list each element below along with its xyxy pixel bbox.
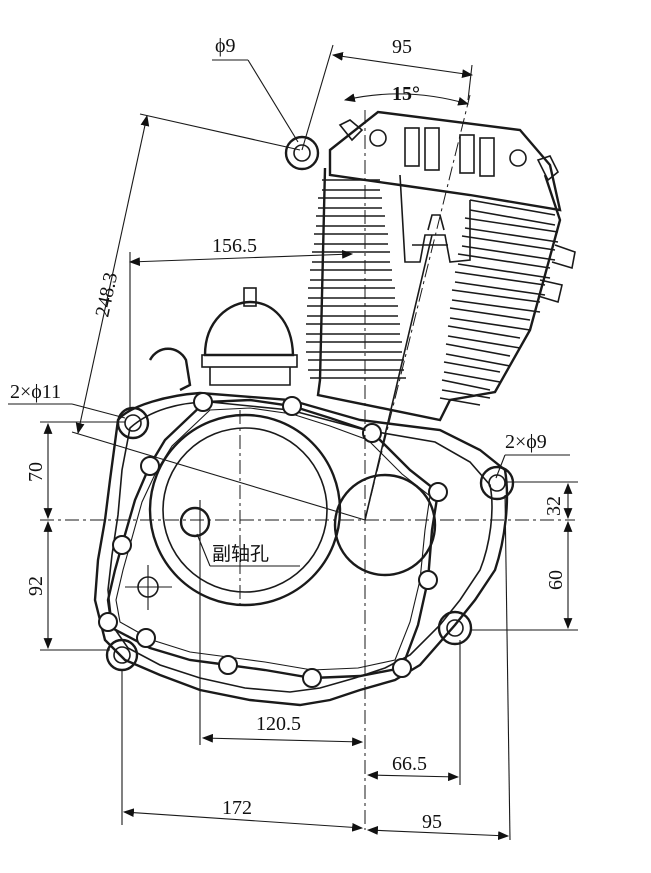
countershaft-hole-circle bbox=[179, 506, 211, 538]
dim-248-3: 248.3 bbox=[91, 270, 122, 319]
dim-holes-right: 2×ϕ9 bbox=[505, 431, 547, 453]
dim-32: 32 bbox=[543, 496, 565, 516]
dim-92: 92 bbox=[25, 576, 47, 596]
dim-120-5: 120.5 bbox=[256, 713, 301, 735]
cylinder-head bbox=[328, 110, 576, 304]
clutch-cover bbox=[333, 473, 437, 577]
dim-bottom-95: 95 bbox=[422, 811, 442, 833]
dimension-lines bbox=[8, 44, 578, 841]
crankcase-outline bbox=[93, 391, 509, 707]
starter-dome bbox=[148, 287, 298, 392]
flywheel-cover bbox=[148, 413, 342, 607]
dim-156-5: 156.5 bbox=[212, 235, 257, 257]
dim-66-5: 66.5 bbox=[392, 753, 427, 775]
countershaft-hole-label: 副轴孔 bbox=[212, 543, 269, 565]
dim-70: 70 bbox=[25, 462, 47, 482]
small-plug bbox=[125, 565, 172, 610]
dim-top-95: 95 bbox=[392, 36, 412, 58]
cylinder bbox=[306, 167, 562, 422]
center-lines bbox=[40, 94, 575, 830]
dim-angle-15: 15° bbox=[392, 83, 420, 105]
dim-phi9-top: ϕ9 bbox=[215, 35, 236, 57]
dim-60: 60 bbox=[545, 570, 567, 590]
dim-172: 172 bbox=[222, 797, 252, 819]
mount-holes bbox=[105, 135, 515, 672]
dim-holes-left: 2×ϕ11 bbox=[10, 381, 61, 403]
gasket-line bbox=[106, 398, 440, 680]
cover-bolts bbox=[98, 392, 448, 688]
